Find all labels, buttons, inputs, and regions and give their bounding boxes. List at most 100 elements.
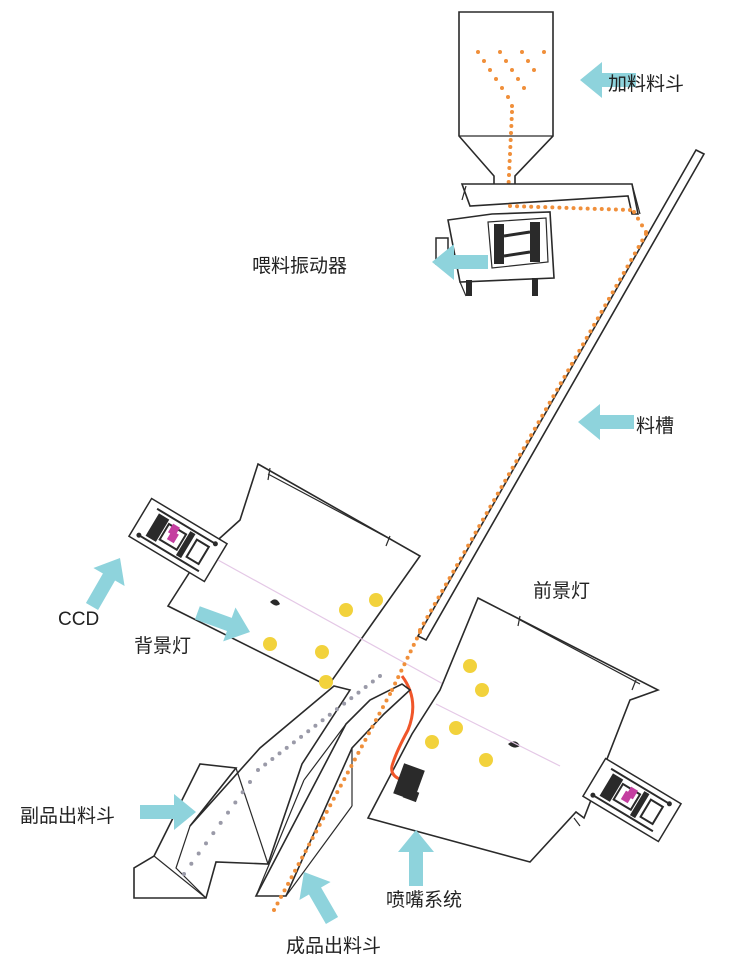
label-chute: 料槽 bbox=[636, 415, 674, 437]
reject-dot bbox=[313, 723, 318, 728]
feeder-product-dots bbox=[508, 204, 648, 234]
accept-product-dots bbox=[272, 630, 422, 912]
product-dot bbox=[289, 875, 294, 880]
product-dot bbox=[509, 124, 514, 128]
product-dot bbox=[335, 790, 340, 795]
product-dot bbox=[473, 530, 478, 535]
product-dot bbox=[529, 204, 534, 209]
reject-dot bbox=[256, 768, 260, 772]
label-feed-hopper: 加料料斗 bbox=[608, 73, 684, 95]
product-dot bbox=[606, 296, 611, 301]
lamp bbox=[369, 593, 383, 607]
product-dot bbox=[451, 569, 456, 574]
feed-hopper bbox=[458, 11, 554, 197]
product-dot bbox=[509, 117, 514, 121]
product-dot bbox=[440, 589, 445, 594]
product-dot bbox=[640, 223, 644, 228]
product-dot bbox=[507, 159, 512, 163]
product-dot bbox=[510, 104, 514, 108]
product-dot bbox=[628, 208, 632, 212]
product-dot bbox=[542, 50, 546, 54]
product-dot bbox=[584, 335, 589, 340]
label-back-light: 背景灯 bbox=[134, 635, 191, 657]
product-dot bbox=[543, 205, 548, 210]
product-dot bbox=[300, 855, 305, 860]
product-dot bbox=[286, 881, 291, 886]
product-dot bbox=[620, 207, 625, 212]
product-dot bbox=[550, 205, 555, 210]
product-dot bbox=[492, 498, 497, 503]
product-dot bbox=[480, 517, 485, 522]
product-dot bbox=[506, 180, 511, 184]
product-dot bbox=[547, 400, 552, 405]
lamp bbox=[339, 603, 353, 617]
label-accept-hopper: 成品出料斗 bbox=[286, 935, 381, 957]
product-dot bbox=[508, 138, 513, 142]
reject-dot bbox=[320, 718, 325, 723]
reject-dot bbox=[363, 685, 368, 690]
product-dot bbox=[469, 537, 474, 542]
product-dot bbox=[405, 655, 410, 660]
product-dot bbox=[577, 348, 582, 353]
product-dot bbox=[356, 750, 361, 755]
product-dot bbox=[317, 822, 322, 827]
product-dot bbox=[345, 770, 350, 775]
label-nozzle-system: 喷嘴系统 bbox=[386, 889, 462, 911]
reject-dot bbox=[334, 707, 339, 712]
product-dot bbox=[509, 131, 513, 135]
product-dot bbox=[644, 232, 648, 236]
product-dot bbox=[532, 426, 537, 431]
product-dot bbox=[488, 504, 493, 509]
product-dot bbox=[377, 711, 382, 716]
accept-hopper bbox=[254, 683, 412, 897]
lamp bbox=[463, 659, 477, 673]
product-dot bbox=[557, 205, 562, 210]
reject-dot bbox=[306, 729, 311, 734]
product-dot bbox=[510, 110, 514, 114]
product-dot bbox=[599, 309, 604, 314]
defect-item-right bbox=[508, 741, 520, 748]
reject-dot bbox=[342, 701, 347, 706]
lamp bbox=[319, 675, 333, 689]
product-dot bbox=[331, 796, 336, 801]
arrow-feeder bbox=[432, 244, 488, 280]
arrow-ccd bbox=[85, 558, 125, 610]
reject-dot bbox=[370, 679, 375, 684]
product-dot bbox=[529, 433, 534, 438]
ccd-camera-left bbox=[127, 497, 229, 583]
lamp bbox=[315, 645, 329, 659]
lamp bbox=[449, 721, 463, 735]
product-dot bbox=[558, 381, 563, 386]
arrow-hopper bbox=[580, 62, 636, 98]
product-dot bbox=[310, 836, 315, 840]
lamp bbox=[479, 753, 493, 767]
product-dot bbox=[515, 204, 520, 209]
product-dot bbox=[507, 173, 511, 177]
product-dot bbox=[399, 668, 404, 673]
arrow-backlight bbox=[194, 606, 250, 642]
product-dot bbox=[338, 783, 343, 788]
optical-path-left bbox=[217, 559, 455, 691]
product-dot bbox=[296, 862, 301, 867]
product-dot bbox=[506, 472, 511, 477]
reject-dot bbox=[277, 751, 282, 756]
product-dot bbox=[532, 68, 536, 72]
product-dot bbox=[432, 602, 437, 607]
product-dot bbox=[606, 207, 611, 212]
chute-product-dots bbox=[418, 232, 648, 632]
reject-dot bbox=[226, 810, 230, 815]
arrow-chute bbox=[578, 404, 634, 440]
lamp bbox=[475, 683, 489, 697]
product-dot bbox=[390, 688, 394, 692]
product-dot bbox=[578, 206, 583, 211]
background-lamps bbox=[263, 593, 383, 689]
product-dot bbox=[324, 809, 329, 814]
label-ccd: CCD bbox=[58, 609, 99, 630]
product-dot bbox=[599, 207, 604, 212]
product-dot bbox=[610, 290, 615, 295]
reject-dot bbox=[248, 780, 252, 784]
product-dot bbox=[503, 478, 508, 483]
nozzle-valve bbox=[393, 763, 425, 803]
product-dot bbox=[429, 608, 434, 613]
